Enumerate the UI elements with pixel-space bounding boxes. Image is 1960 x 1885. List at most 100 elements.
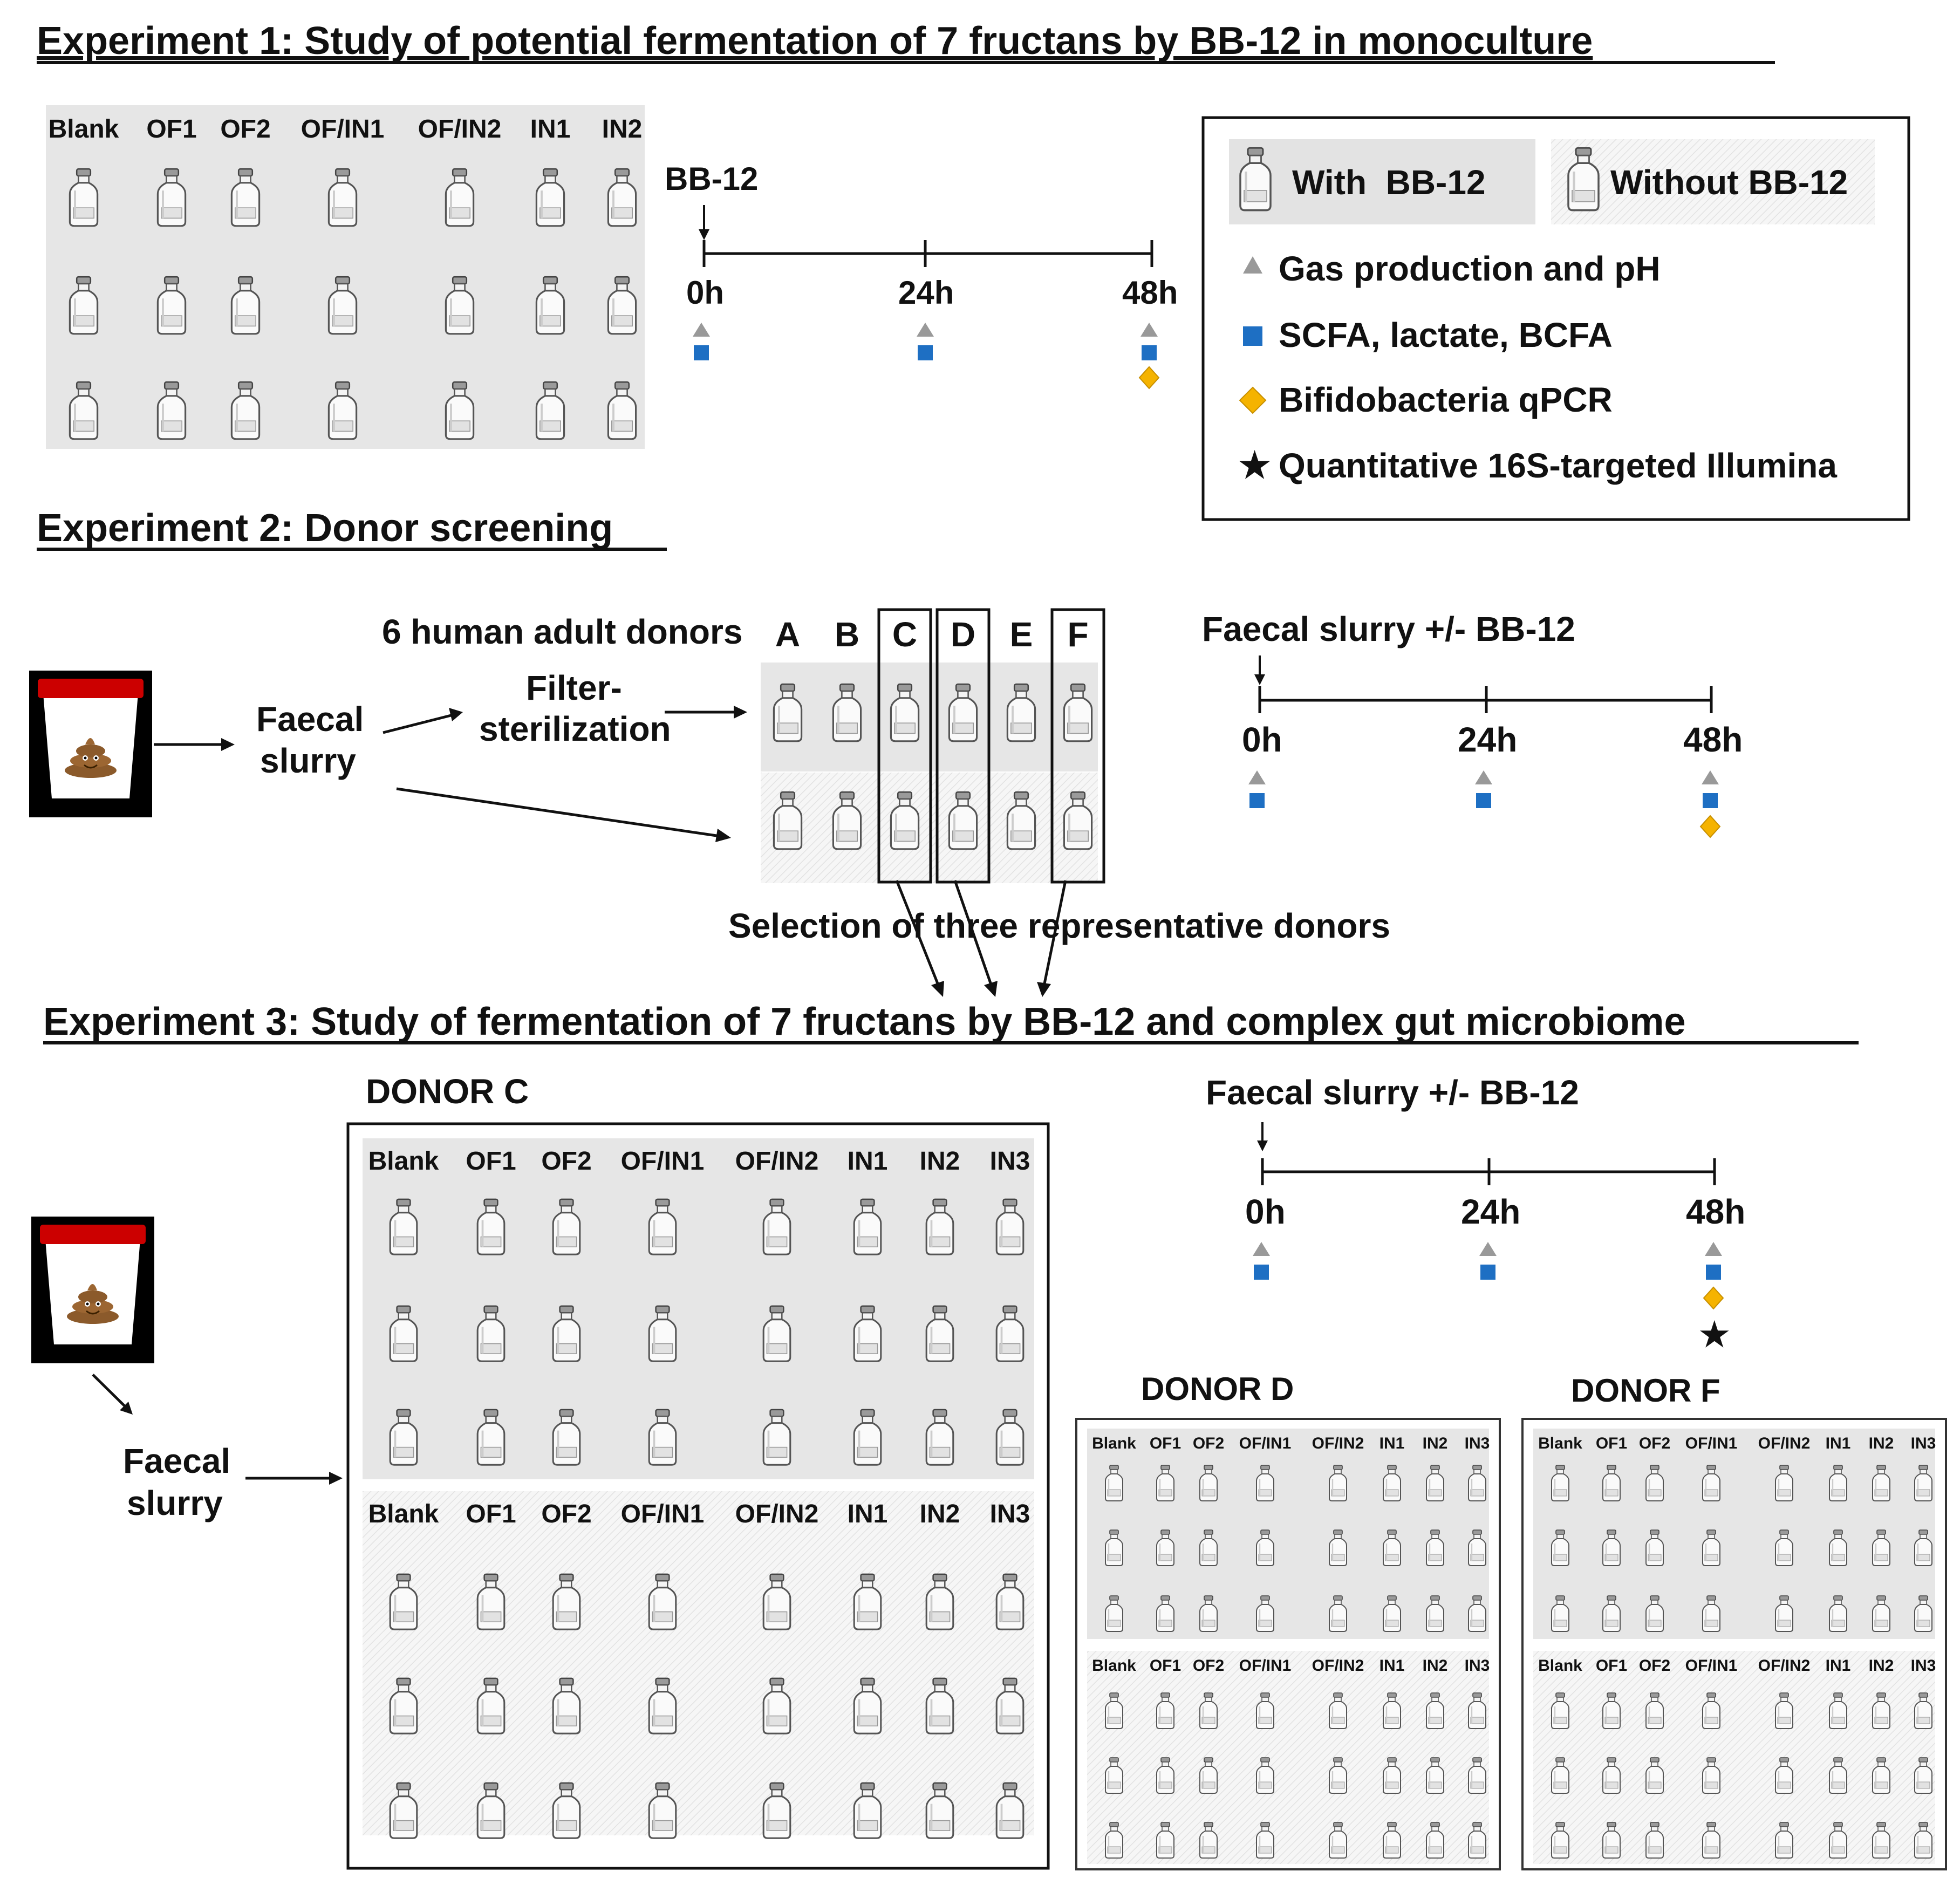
arrow-slurry-to-plate-head (715, 829, 731, 842)
star-icon: ★ (1239, 445, 1271, 485)
legend-item-scfa: SCFA, lactate, BCFA (1279, 316, 1613, 354)
diamond-icon (1239, 386, 1267, 414)
donor-label-f: F (1067, 615, 1088, 654)
experiment2-heading: Experiment 2: Donor screening (37, 507, 613, 550)
plate-column-label: IN1 (848, 1500, 888, 1528)
plate-column-label: OF/IN1 (301, 115, 385, 144)
plate-column-label: IN3 (1465, 1657, 1490, 1675)
arrow-filter-to-plate-head (734, 706, 747, 719)
donor-label-e: E (1010, 615, 1033, 654)
experiment1-timeline: BB-12 0h 24h 48h (665, 161, 1178, 390)
plate-column-label: OF1 (1150, 1657, 1181, 1675)
experiment1-heading: Experiment 1: Study of potential ferment… (37, 19, 1593, 63)
donor-f-plate-with (1533, 1429, 1935, 1639)
experiment1-bb12-label: BB-12 (665, 161, 758, 197)
plate-column-label: IN3 (990, 1500, 1030, 1528)
triangle-icon (1243, 256, 1262, 274)
poop-icon (65, 763, 117, 778)
plate-column-label: IN2 (1423, 1657, 1448, 1675)
experiment2-donors-label: 6 human adult donors (382, 612, 742, 651)
plate-column-label: OF/IN1 (621, 1500, 705, 1528)
experiment2-start-arrowhead (1254, 674, 1265, 685)
donor-c-plates: BlankBlankOF1OF1OF2OF2OF/IN1OF/IN1OF/IN2… (363, 1138, 1034, 1838)
arrow-slurry-to-plate (396, 787, 721, 838)
plate-column-label: OF2 (1639, 1657, 1670, 1675)
arrow-select-donor-f-head (1037, 982, 1051, 997)
selected-donor-box (877, 608, 932, 884)
poop-icon (67, 1309, 119, 1324)
plate-column-label: Blank (368, 1500, 439, 1528)
selected-donor-box (935, 608, 991, 884)
donor-label-d: D (951, 615, 975, 654)
experiment3-start-arrowhead (1257, 1140, 1268, 1151)
square-icon (1476, 793, 1491, 808)
donor-d-plates: BlankBlankOF1OF1OF2OF2OF/IN1OF/IN1OF/IN2… (1087, 1429, 1490, 1864)
legend-item-qpcr: Bifidobacteria qPCR (1279, 380, 1613, 419)
legend-without-label: Without BB-12 (1610, 163, 1848, 202)
experiment2-time-0h: 0h (1242, 720, 1282, 759)
donor-c-title: DONOR C (366, 1072, 529, 1111)
plate-column-label: OF2 (220, 115, 270, 144)
donor-c-box (346, 1122, 1050, 1870)
plate-column-label: Blank (1092, 1435, 1136, 1452)
plate-column-label: IN2 (920, 1147, 960, 1176)
square-icon (1703, 793, 1718, 808)
plate-column-label: IN2 (1869, 1435, 1894, 1452)
plate-column-label: OF/IN2 (1758, 1657, 1811, 1675)
triangle-icon (1479, 1242, 1497, 1256)
experiment3-timeline: Faecal slurry +/- BB-12 0h 24h 48h ★ (1206, 1073, 1745, 1354)
donor-label-a: A (775, 615, 800, 654)
plate-column-label: OF/IN2 (735, 1147, 819, 1176)
donor-c-plate-without (363, 1491, 1034, 1835)
square-icon (1706, 1265, 1721, 1280)
arrow-select-donor-d (953, 880, 993, 987)
experiment1-time-0h: 0h (686, 275, 724, 311)
plate-column-label: IN1 (848, 1147, 888, 1176)
arrow-select-donor-c (895, 880, 940, 987)
plate-column-label: OF2 (541, 1147, 591, 1176)
square-icon (1480, 1265, 1495, 1280)
arrow-cup-to-slurry-3 (92, 1374, 128, 1409)
plate-column-label: OF/IN2 (418, 115, 502, 144)
experiment2-filter-label: Filter- (526, 668, 622, 707)
legend-with-label: With BB-12 (1292, 163, 1486, 202)
experiment3-timeline-label: Faecal slurry +/- BB-12 (1206, 1073, 1579, 1112)
legend-item-illumina: Quantitative 16S-targeted Illumina (1279, 446, 1837, 485)
legend-with-swatch (1229, 139, 1535, 224)
plate-column-label: IN1 (1379, 1657, 1405, 1675)
donor-label-b: B (835, 615, 859, 654)
plate-column-label: IN3 (990, 1147, 1030, 1176)
experiment2-timeline-label: Faecal slurry +/- BB-12 (1202, 610, 1575, 648)
legend-without-swatch (1551, 139, 1875, 224)
experiment1-time-24h: 24h (898, 275, 954, 311)
legend-item-gas: Gas production and pH (1279, 249, 1661, 288)
triangle-icon (693, 323, 710, 337)
donor-d-plate-with (1087, 1429, 1489, 1639)
plate-column-label: Blank (1092, 1657, 1136, 1675)
plate-column-label: IN3 (1465, 1435, 1490, 1452)
square-icon (1142, 345, 1157, 360)
plate-column-label: Blank (1538, 1435, 1582, 1452)
plate-column-label: Blank (1538, 1657, 1582, 1675)
plate-column-label: IN2 (920, 1500, 960, 1528)
experiment2-slurry-label: Faecal (256, 700, 364, 739)
arrow-slurry-to-filter-head (449, 708, 463, 721)
arrow-select-donor-d-head (984, 981, 998, 997)
arrow-select-donor-f (1042, 880, 1067, 987)
diamond-icon (1699, 815, 1721, 838)
donor-f-plate-without (1533, 1651, 1935, 1864)
plate-column-label: IN1 (1826, 1657, 1851, 1675)
square-icon (1249, 793, 1265, 808)
faecal-cup-lid (40, 1225, 146, 1244)
plate-column-label: OF/IN1 (621, 1147, 705, 1176)
triangle-icon (1705, 1242, 1722, 1256)
donor-f-box (1521, 1418, 1947, 1870)
plate-column-label: IN1 (1826, 1435, 1851, 1452)
star-icon: ★ (1699, 1316, 1730, 1354)
experiment1-start-arrowhead (699, 229, 709, 240)
square-icon (918, 345, 933, 360)
plate-column-label: OF1 (466, 1500, 516, 1528)
arrow-select-donor-c-head (931, 981, 944, 997)
plate-column-label: OF1 (1596, 1657, 1627, 1675)
plate-column-label: OF/IN1 (1239, 1657, 1292, 1675)
